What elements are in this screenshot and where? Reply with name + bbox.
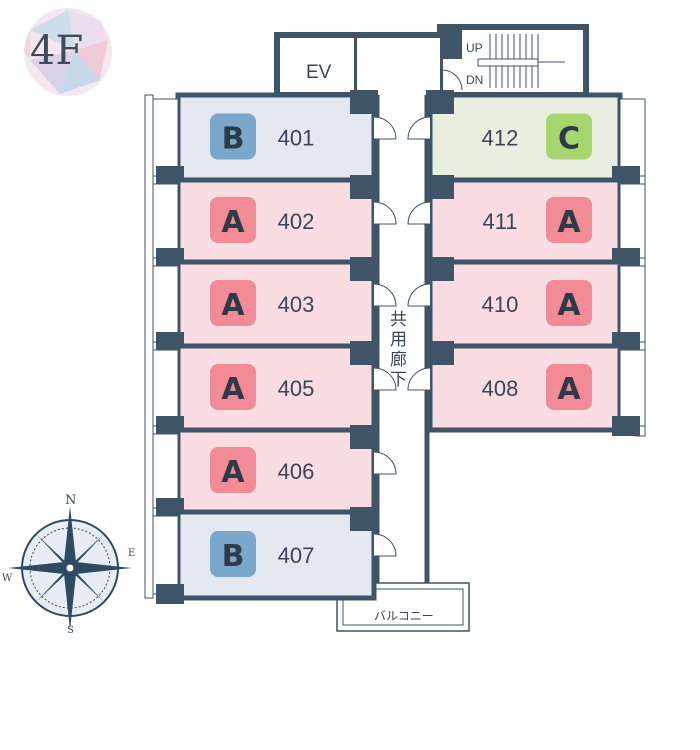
unit-type-badge (210, 447, 256, 493)
unit-406[interactable]: A 406 (152, 425, 397, 518)
corridor-label-2: 用 (390, 330, 407, 350)
door[interactable] (373, 201, 397, 225)
unit-number: 407 (278, 543, 315, 568)
unit-room (175, 259, 377, 349)
elevator-label: EV (306, 62, 332, 83)
unit-type-letter: A (221, 372, 245, 407)
unit-number: 408 (482, 376, 519, 401)
unit-type-badge (210, 364, 256, 410)
unit-number: 401 (278, 126, 315, 151)
unit-type-letter: A (221, 205, 245, 240)
unit-411[interactable]: A 411 (407, 175, 646, 268)
unit-type-letter: B (222, 122, 245, 157)
window (619, 183, 646, 259)
window (619, 265, 646, 343)
unit-403[interactable]: A 403 (152, 257, 397, 352)
unit-type-badge (210, 280, 256, 326)
unit-408[interactable]: A 408 (407, 341, 646, 436)
window (152, 265, 179, 343)
corridor-label-1: 共 (390, 310, 407, 330)
column (426, 341, 454, 365)
door[interactable] (407, 367, 431, 391)
column (350, 341, 378, 365)
unit-room (175, 427, 377, 515)
unit-type-badge (546, 197, 592, 243)
unit-number: 402 (278, 209, 315, 234)
unit-410[interactable]: A 410 (407, 257, 646, 352)
column (350, 507, 378, 531)
window (152, 349, 179, 427)
unit-room (175, 177, 377, 265)
door[interactable] (407, 116, 431, 140)
unit-type-letter: A (557, 288, 581, 323)
floor-label: 4F (30, 28, 83, 74)
door[interactable] (373, 533, 397, 557)
unit-405[interactable]: A 405 (152, 341, 397, 436)
unit-number: 405 (278, 376, 315, 401)
elevator-shaft: EV (274, 32, 360, 98)
unit-type-letter: A (221, 288, 245, 323)
door[interactable] (373, 451, 397, 475)
door[interactable] (373, 367, 397, 391)
unit-type-letter: A (557, 372, 581, 407)
window (619, 98, 646, 177)
unit-type-badge (546, 280, 592, 326)
compass-north: N (65, 493, 76, 508)
unit-type-badge (210, 113, 256, 160)
window (152, 98, 179, 177)
unit-room (427, 343, 623, 433)
unit-type-badge (546, 113, 592, 160)
column (350, 257, 378, 281)
unit-type-letter: A (221, 455, 245, 490)
unit-type-letter: C (558, 122, 580, 157)
unit-number: 412 (482, 126, 519, 151)
compass-east: E (128, 548, 135, 559)
unit-type-badge (210, 197, 256, 243)
unit-number: 403 (278, 292, 315, 317)
door[interactable] (407, 283, 431, 307)
unit-type-letter: A (557, 205, 581, 240)
door[interactable] (407, 201, 431, 225)
stairs-down-label: DN (466, 73, 483, 87)
unit-number: 411 (482, 209, 517, 234)
unit-type-letter: B (222, 539, 245, 574)
unit-412[interactable]: C 412 (407, 90, 646, 186)
window (152, 515, 179, 595)
column (612, 416, 640, 436)
column (426, 90, 454, 114)
corridor-label-3: 廊 (390, 350, 407, 370)
unit-401[interactable]: B 401 (152, 90, 397, 186)
compass-south: S (67, 625, 74, 636)
window (619, 349, 646, 427)
column (350, 90, 378, 114)
window (152, 433, 179, 509)
column (350, 175, 378, 199)
unit-number: 406 (278, 459, 315, 484)
unit-type-badge (210, 531, 256, 577)
unit-407[interactable]: B 407 (152, 507, 397, 604)
stairwell: UP DN (437, 24, 589, 98)
door[interactable] (373, 116, 397, 140)
floor-logo: 4F (24, 8, 112, 96)
column (426, 175, 454, 199)
door[interactable] (373, 283, 397, 307)
stairs-up-label: UP (466, 41, 483, 55)
column (426, 257, 454, 281)
unit-room (175, 509, 377, 601)
window (152, 183, 179, 259)
compass-west: W (2, 573, 13, 584)
unit-room (175, 343, 377, 433)
compass-rose: N S E W (2, 493, 135, 636)
unit-402[interactable]: A 402 (152, 175, 397, 268)
column (350, 425, 378, 449)
unit-number: 410 (482, 292, 519, 317)
column (156, 584, 184, 604)
balcony-label: バルコニー (374, 609, 434, 623)
unit-room (175, 92, 377, 183)
unit-type-badge (546, 364, 592, 410)
